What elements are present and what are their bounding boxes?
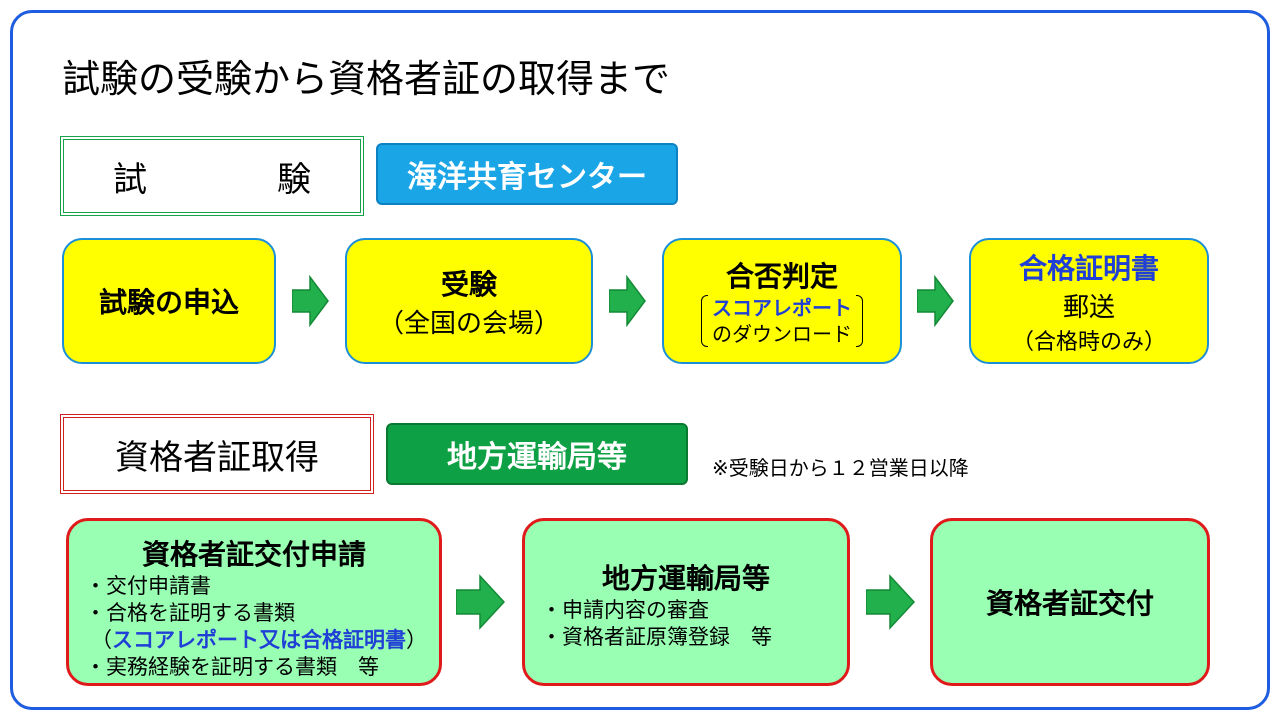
list-item: ・申請内容の審査 [541,598,709,622]
arrow-right-icon [866,574,916,630]
step-certificate-label: 合格証明書 [1018,251,1159,285]
step-cert-issue: 資格者証交付 [930,518,1210,686]
step-cert-application: 資格者証交付申請 ・交付申請書 ・合格を証明する書類 （スコアレポート又は合格証… [66,518,442,686]
step-exam-label: 受験 [440,267,497,301]
score-report-bracket: スコアレポート のダウンロード [701,295,863,347]
list-item: ・実務経験を証明する書類 等 [85,655,379,679]
step-bureau-review-title: 地方運輸局等 [601,562,770,595]
step-bureau-review: 地方運輸局等 ・申請内容の審査 ・資格者証原簿登録 等 [522,518,850,686]
step-certificate-mail: 郵送 [1062,292,1115,323]
step-cert-application-title: 資格者証交付申請 [141,538,366,571]
step-exam-venue: （全国の会場） [377,308,560,339]
step-judgement: 合否判定 スコアレポート のダウンロード [662,238,902,364]
cert-section-label: 資格者証取得 [60,414,374,494]
arrow-right-icon [917,275,954,327]
step-application-label: 試験の申込 [98,286,239,319]
list-item: ・交付申請書 [85,574,211,598]
step-application: 試験の申込 [62,238,276,364]
download-text: のダウンロード [712,322,852,346]
list-item: ・合格を証明する書類 [85,601,295,625]
cert-organization-badge: 地方運輸局等 [386,423,688,485]
cert-timing-note: ※受験日から１２営業日以降 [712,456,969,480]
step-exam: 受験 （全国の会場） [345,238,593,364]
score-report-or-certificate-text: スコアレポート又は合格証明書 [112,628,406,652]
arrow-right-icon [456,574,506,630]
score-report-text: スコアレポート [712,296,852,320]
step-certificate-note: （合格時のみ） [1011,329,1166,355]
step-certificate: 合格証明書 郵送 （合格時のみ） [969,238,1209,364]
page-title: 試験の受験から資格者証の取得まで [62,57,671,101]
arrow-right-icon [292,275,329,327]
arrow-right-icon [609,275,646,327]
list-item: ・資格者証原簿登録 等 [541,625,772,649]
exam-section-label: 試 験 [60,136,364,216]
cert-application-items: ・交付申請書 ・合格を証明する書類 （スコアレポート又は合格証明書） ・実務経験… [69,573,439,681]
bureau-review-items: ・申請内容の審査 ・資格者証原簿登録 等 [525,597,847,651]
exam-organization-badge: 海洋共育センター [376,143,678,205]
step-cert-issue-title: 資格者証交付 [985,587,1154,620]
step-judgement-label: 合否判定 [725,260,838,293]
list-item-highlight: （スコアレポート又は合格証明書） [91,628,427,652]
